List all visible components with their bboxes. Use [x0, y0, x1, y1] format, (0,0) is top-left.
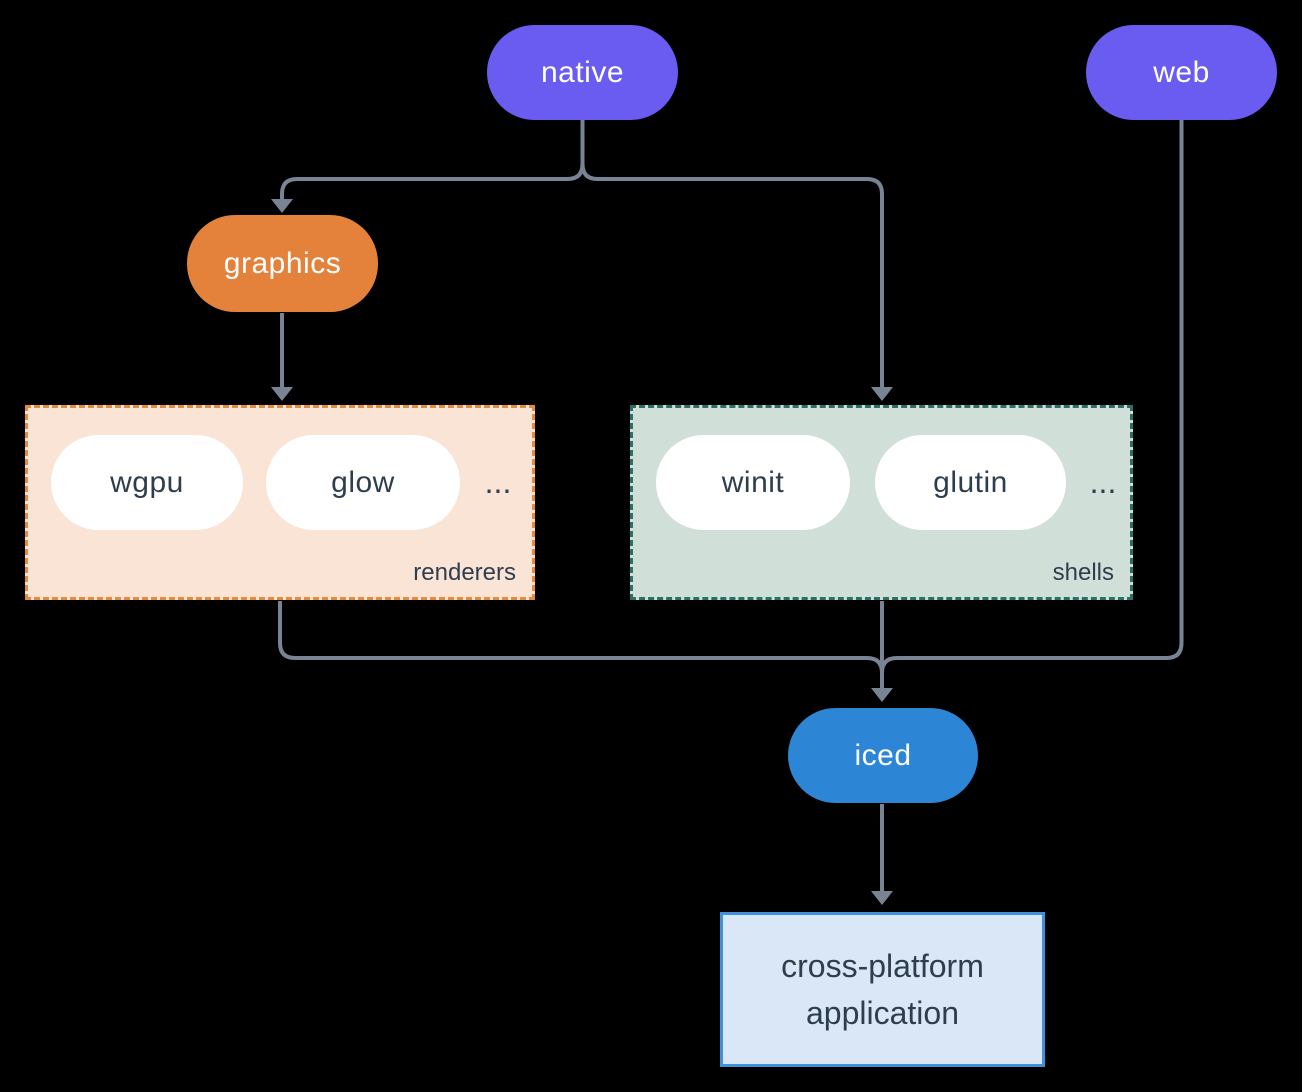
arrowhead	[871, 387, 893, 401]
pill-wgpu-label: wgpu	[110, 465, 184, 499]
pill-winit-label: winit	[721, 465, 785, 499]
node-iced: iced	[788, 708, 978, 803]
node-web: web	[1086, 25, 1277, 120]
pill-wgpu: wgpu	[51, 435, 243, 530]
edge-renderers-iced	[278, 601, 884, 674]
pill-glow-label: glow	[331, 465, 395, 499]
group-shells: winit glutin ... shells	[630, 405, 1133, 600]
node-cross-platform-application: cross-platform application	[720, 912, 1045, 1067]
renderers-group-label: renderers	[413, 559, 516, 586]
group-renderers: wgpu glow ... renderers	[25, 405, 535, 600]
edge-native-shells	[580, 120, 884, 387]
node-native-label: native	[540, 55, 625, 89]
app-label: cross-platform application	[781, 948, 984, 1031]
arrowhead	[871, 891, 893, 905]
arrowhead	[271, 387, 293, 401]
shells-ellipsis: ...	[1089, 464, 1117, 500]
edge-native-graphics	[280, 120, 585, 199]
node-native: native	[487, 25, 678, 120]
node-graphics-label: graphics	[223, 246, 342, 280]
renderers-ellipsis: ...	[484, 464, 512, 500]
pill-winit: winit	[656, 435, 850, 530]
pill-glutin: glutin	[875, 435, 1066, 530]
pill-glutin-label: glutin	[933, 465, 1008, 499]
arrowhead	[271, 199, 293, 213]
shells-group-label: shells	[1052, 559, 1114, 586]
node-graphics: graphics	[187, 215, 378, 312]
pill-glow: glow	[266, 435, 460, 530]
node-iced-label: iced	[854, 738, 912, 772]
node-web-label: web	[1153, 55, 1210, 89]
arrowhead	[871, 688, 893, 702]
